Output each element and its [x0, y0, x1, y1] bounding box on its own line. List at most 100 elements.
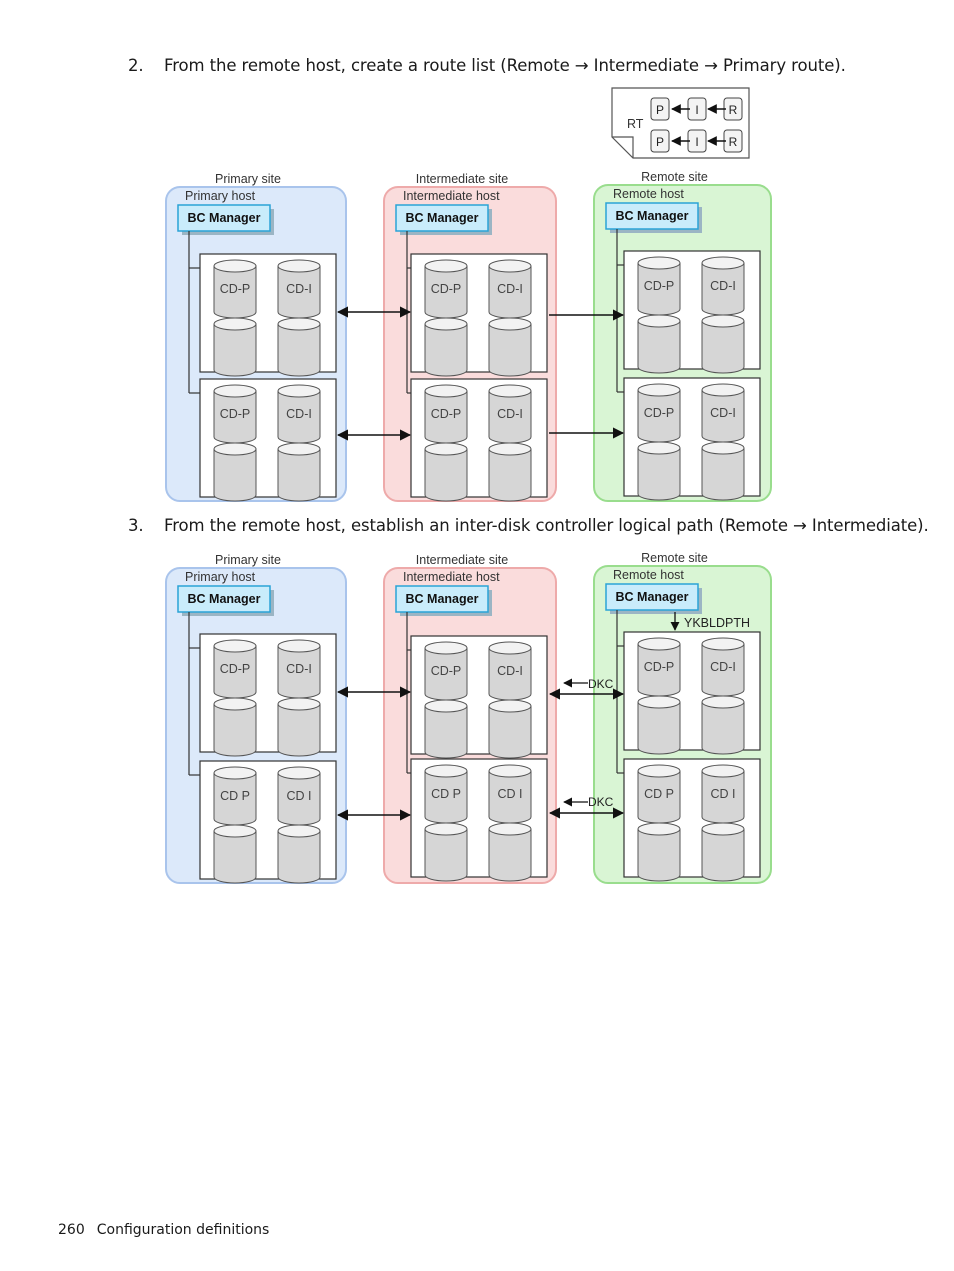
- d2-primary-site-group-1-disk-sub1-body: [213, 703, 257, 757]
- d1-intermediate-site-group-1-disk-sub1-top: [424, 317, 468, 331]
- d1-remote-site-group-1-disk-cdp-top: [637, 256, 681, 270]
- route-table-label: RT: [627, 117, 644, 131]
- d1-primary-site-group-1-disk-cdi-top: [277, 259, 321, 273]
- d1-primary-site-group-1-disk-sub2: [277, 317, 321, 377]
- d1-remote-site-group-2-disk-sub1: [637, 441, 681, 501]
- d1-intermediate-site-group-1-disk-cdp: CD-P: [424, 259, 468, 319]
- d2-remote-site-group-1-disk-cdi-top: [701, 637, 745, 651]
- d1-intermediate-site-group-2-disk-sub1: [424, 442, 468, 502]
- d1-remote-site-manager-box: [605, 202, 699, 230]
- step-2: 2. From the remote host, create a route l…: [128, 56, 846, 75]
- d1-primary-site-group-1-disk-cdp-top: [213, 259, 257, 273]
- d1-remote-site-host-label: Remote host: [613, 187, 684, 201]
- d1-primary-site-group-2-disk-sub1: [213, 442, 257, 502]
- d2-intermediate-site-group-1-disk-cdp: CD-P: [424, 641, 468, 701]
- d2-intermediate-site-group-2-disk-cdp: CD P: [424, 764, 468, 824]
- d2-remote-site-group-1-disk-sub1: [637, 695, 681, 755]
- d1-primary-site-group-2-disk-cdi-top: [277, 384, 321, 398]
- d1-intermediate-site-group-2-disk-sub2-body: [488, 448, 532, 502]
- d1-remote-site-manager-label: BC Manager: [616, 209, 689, 223]
- d1-primary-site-group-2-disk-sub1-body: [213, 448, 257, 502]
- step-3-text: From the remote host, establish an inter…: [164, 516, 929, 535]
- d2-intermediate-site-group-2-disk-sub1: [424, 822, 468, 882]
- ykbldpth-label: YKBLDPTH: [684, 616, 750, 630]
- d2-primary-site-group-2-disk-sub1-top: [213, 824, 257, 838]
- d1-primary-site-group-1-disk-cdi-label: CD-I: [286, 282, 312, 296]
- step-3: 3. From the remote host, establish an int…: [128, 516, 929, 535]
- d2-intermediate-site-group-1-disk-sub1: [424, 699, 468, 759]
- d1-intermediate-site-group-1-disk-sub2-top: [488, 317, 532, 331]
- d2-intermediate-site-group-1-disk-cdp-top: [424, 641, 468, 655]
- d1-primary-site-group-1-disk-sub1-top: [213, 317, 257, 331]
- d1-primary-site-group-2-disk-cdp-top: [213, 384, 257, 398]
- dkc-label-1: DKC: [588, 677, 614, 691]
- rt-row1-cell-2-label: R: [729, 103, 738, 117]
- d1-remote-site-group-1-disk-cdi-top: [701, 256, 745, 270]
- rt-row1-cell-0-label: P: [656, 103, 664, 117]
- rt-row2-cell-2-label: R: [729, 135, 738, 149]
- d1-remote-site-group-2-disk-cdi-label: CD-I: [710, 406, 736, 420]
- d2-primary-site-group-2-disk-sub2-body: [277, 830, 321, 884]
- d1-intermediate-site-manager-box: [395, 204, 489, 232]
- d1-primary-site-manager-box: [177, 204, 271, 232]
- d1-primary-site-group-2-disk-sub2-body: [277, 448, 321, 502]
- d2-intermediate-site-group-1-disk-cdi-label: CD-I: [497, 664, 523, 678]
- d2-primary-site-group-2-disk-cdi-label: CD I: [287, 789, 312, 803]
- d1-intermediate-site-group-1-disk-sub1-body: [424, 323, 468, 377]
- d2-intermediate-site-group-2-disk-cdp-label: CD P: [431, 787, 461, 801]
- step-2-number: 2.: [128, 56, 144, 75]
- d2-primary-site-group-2-disk-cdp: CD P: [213, 766, 257, 826]
- d1-primary-site-group-2-disk-sub2-top: [277, 442, 321, 456]
- d1-primary-site-group-1-disk-sub2-top: [277, 317, 321, 331]
- d1-remote-site-group-2-disk-sub2-body: [701, 447, 745, 501]
- d1-primary-site-group-1-disk-sub1: [213, 317, 257, 377]
- d2-intermediate-site-group-2-disk-sub2-body: [488, 828, 532, 882]
- d2-remote-site-group-2-disk-sub2-body: [701, 828, 745, 882]
- page-number: 260: [58, 1222, 85, 1238]
- d1-intermediate-site-group-1-disk-cdp-label: CD-P: [431, 282, 462, 296]
- footer-section: Configuration definitions: [96, 1222, 270, 1238]
- d2-primary-site-group-2-disk-cdp-top: [213, 766, 257, 780]
- d1-intermediate-site-group-2-disk-cdi-label: CD-I: [497, 407, 523, 421]
- d2-intermediate-site-group-1-disk-sub1-body: [424, 705, 468, 759]
- d2-primary-site-site-label: Primary site: [215, 553, 281, 567]
- d1-intermediate-site-group-1-disk-cdi: CD-I: [488, 259, 532, 319]
- step-3-number: 3.: [128, 516, 144, 535]
- d2-remote-site-group-1-disk-cdp-top: [637, 637, 681, 651]
- d2-primary-site-group-2-disk-sub1-body: [213, 830, 257, 884]
- d1-intermediate-site-group-1-disk-cdp-top: [424, 259, 468, 273]
- d2-intermediate-site-group-2-disk-sub1-body: [424, 828, 468, 882]
- d2-remote-site-group-2-disk-cdi-top: [701, 764, 745, 778]
- d2-remote-site-group-2-disk-cdi-label: CD I: [711, 787, 736, 801]
- d2-intermediate-site-group-2-disk-sub1-top: [424, 822, 468, 836]
- d1-primary-site-site-label: Primary site: [215, 172, 281, 186]
- d2-primary-site-group-2-disk-cdp-label: CD P: [220, 789, 250, 803]
- d1-intermediate-site-group-2-disk-sub2: [488, 442, 532, 502]
- d2-primary-site-group-2-disk-cdi-top: [277, 766, 321, 780]
- d2-intermediate-site-site-label: Intermediate site: [416, 553, 508, 567]
- step-2-text: From the remote host, create a route lis…: [164, 56, 846, 75]
- d1-primary-site-group-2-disk-sub2: [277, 442, 321, 502]
- d2-remote-site-group-2-disk-sub1-body: [637, 828, 681, 882]
- d2-remote-site-group-2-disk-sub2-top: [701, 822, 745, 836]
- d1-remote-site-group-1-disk-sub1-body: [637, 320, 681, 374]
- d1-intermediate-site-group-1-disk-sub2: [488, 317, 532, 377]
- d2-primary-site-group-1-disk-sub1-top: [213, 697, 257, 711]
- d2-remote-site-group-1-disk-sub2-body: [701, 701, 745, 755]
- d1-intermediate-site-site-label: Intermediate site: [416, 172, 508, 186]
- d2-remote-site-manager-label: BC Manager: [616, 590, 689, 604]
- d2-intermediate-site-group-2-disk-cdi: CD I: [488, 764, 532, 824]
- d2-remote-site-group-1-disk-cdi-label: CD-I: [710, 660, 736, 674]
- d2-remote-site-group-1-disk-cdp: CD-P: [637, 637, 681, 697]
- d2-primary-site-group-2-disk-sub2: [277, 824, 321, 884]
- d1-remote-site-group-1-disk-sub2-body: [701, 320, 745, 374]
- d2-remote-site-group-1-disk-sub1-top: [637, 695, 681, 709]
- d2-remote-site-group-2-disk-cdp-label: CD P: [644, 787, 674, 801]
- d2-primary-site-manager-label: BC Manager: [188, 592, 261, 606]
- d2-primary-site-manager-box: [177, 585, 271, 613]
- d1-intermediate-site-group-1-disk-cdi-label: CD-I: [497, 282, 523, 296]
- d1-remote-site-group-2-disk-sub1-top: [637, 441, 681, 455]
